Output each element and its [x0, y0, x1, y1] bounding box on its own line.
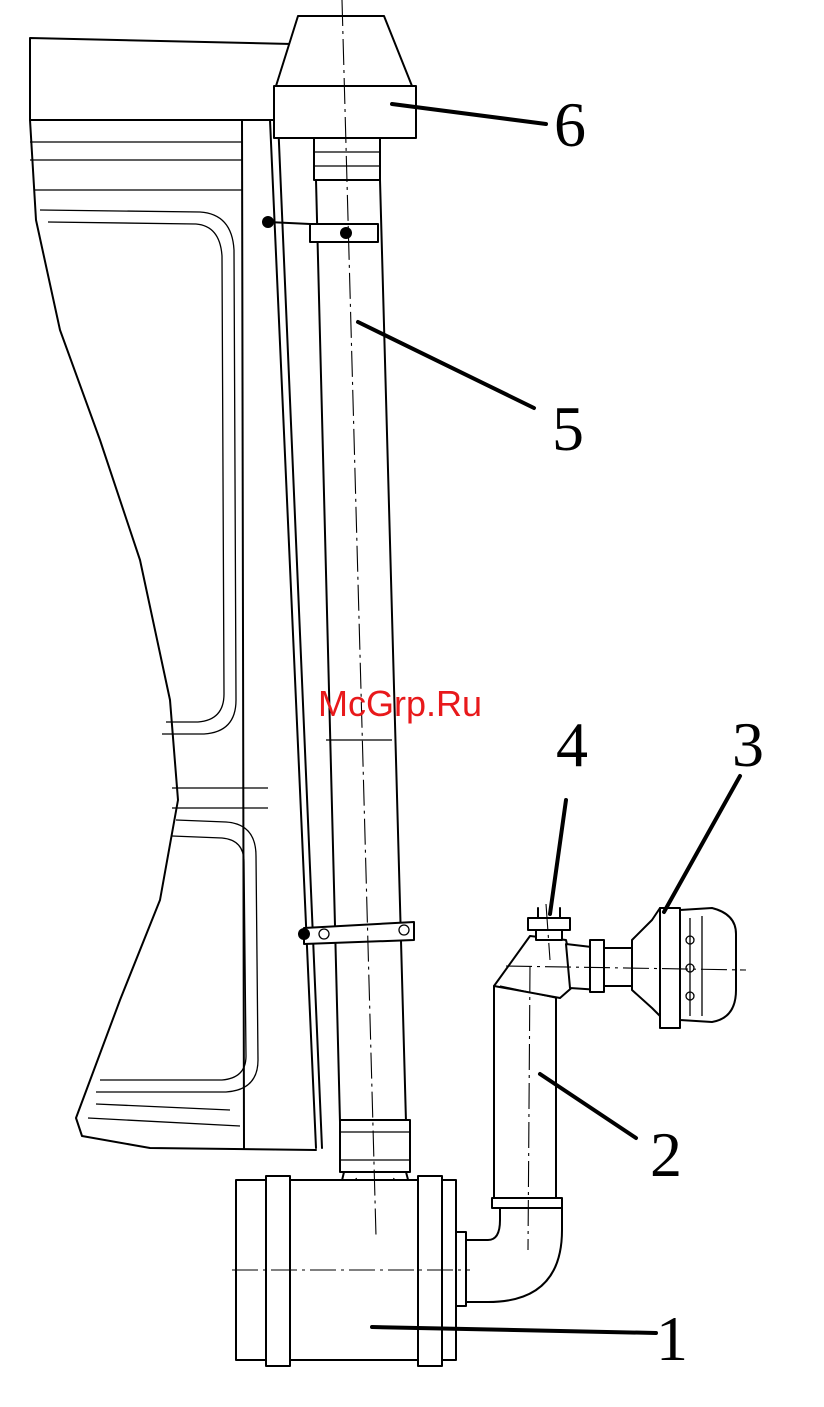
callout-1: 1 [656, 1303, 688, 1374]
cab-panel [30, 38, 322, 1150]
callout-4: 4 [556, 709, 588, 780]
air-cleaner-housing [236, 1176, 466, 1366]
callout-5: 5 [552, 393, 584, 464]
watermark-text: McGrp.Ru [318, 683, 482, 724]
intake-pipe [262, 180, 414, 1122]
callout-2: 2 [650, 1119, 682, 1190]
centre-lines [232, 0, 746, 1270]
callout-6: 6 [554, 89, 586, 160]
callout-3: 3 [732, 709, 764, 780]
